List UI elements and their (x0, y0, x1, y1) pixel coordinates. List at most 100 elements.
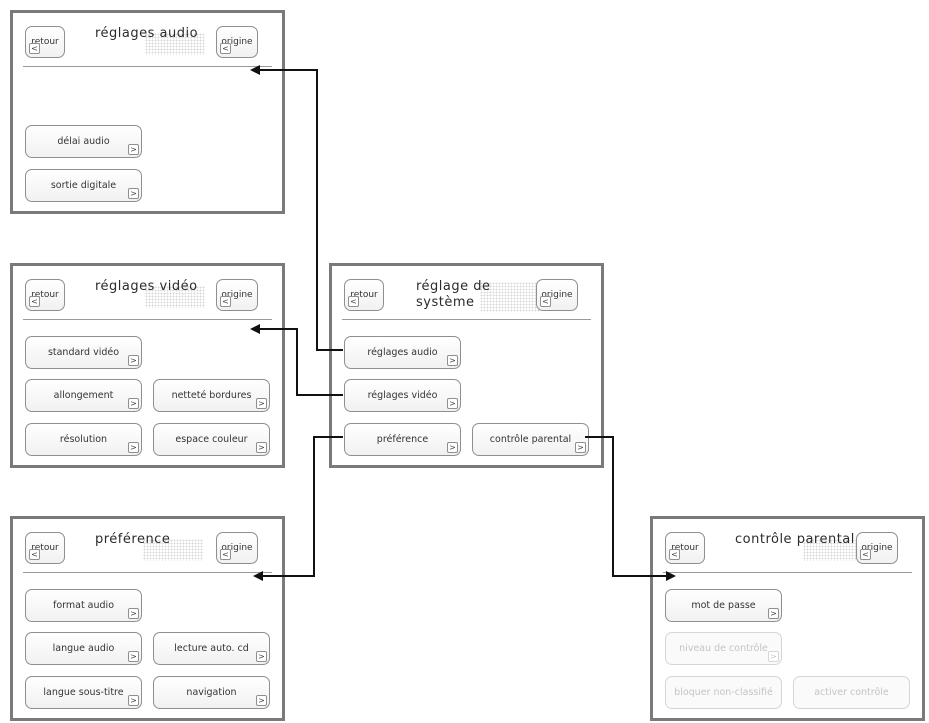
menu-item-label: format audio (52, 600, 115, 611)
menu-item-label: réglages audio (367, 347, 438, 358)
home-button[interactable]: origine < (536, 279, 578, 311)
menu-item-aspect-ratio[interactable]: allongement > (25, 379, 142, 412)
chevron-right-icon: > (256, 442, 267, 453)
menu-item-label: espace couleur (175, 434, 248, 445)
chevron-right-icon: > (768, 651, 779, 662)
home-button[interactable]: origine < (216, 279, 258, 311)
screen-video-settings: retour < réglages vidéo origine < standa… (10, 263, 285, 468)
home-label: origine (861, 543, 893, 553)
screen-audio-settings: retour < réglages audio origine < délai … (10, 10, 285, 214)
screen-title-line1: réglage de (416, 279, 491, 294)
divider (342, 319, 591, 320)
home-button[interactable]: origine < (216, 26, 258, 58)
chevron-left-icon: < (348, 296, 359, 307)
screen-title-line2: système (416, 295, 475, 310)
screen-title: préférence (95, 532, 171, 547)
chevron-left-icon: < (220, 43, 231, 54)
chevron-right-icon: > (447, 355, 458, 366)
home-button[interactable]: origine < (216, 532, 258, 564)
menu-item-subtitle-language[interactable]: langue sous-titre > (25, 676, 142, 709)
menu-item-audio-settings[interactable]: réglages audio > (344, 336, 461, 369)
chevron-right-icon: > (128, 608, 139, 619)
menu-item-label: lecture auto. cd (174, 643, 249, 654)
menu-item-label: contrôle parental (489, 434, 572, 445)
menu-item-navigation[interactable]: navigation > (153, 676, 270, 709)
menu-item-audio-delay[interactable]: délai audio > (25, 125, 142, 158)
divider (23, 572, 272, 573)
dot-pattern (145, 33, 205, 55)
divider (23, 319, 272, 320)
screen-system-settings: retour < réglage de système origine < ré… (329, 263, 604, 468)
chevron-left-icon: < (220, 296, 231, 307)
menu-item-color-space[interactable]: espace couleur > (153, 423, 270, 456)
back-button[interactable]: retour < (25, 26, 65, 58)
menu-item-block-unrated: bloquer non-classifié (665, 676, 782, 709)
menu-item-label: sortie digitale (50, 180, 117, 191)
back-button[interactable]: retour < (25, 279, 65, 311)
screen-preference: retour < préférence origine < format aud… (10, 516, 285, 721)
menu-item-label: langue sous-titre (43, 687, 124, 698)
chevron-left-icon: < (29, 549, 40, 560)
menu-item-label: allongement (53, 390, 114, 401)
chevron-right-icon: > (256, 695, 267, 706)
back-button[interactable]: retour < (665, 532, 705, 564)
chevron-right-icon: > (128, 144, 139, 155)
dot-pattern (803, 539, 863, 561)
menu-item-video-standard[interactable]: standard vidéo > (25, 336, 142, 369)
back-label: retour (671, 543, 699, 553)
chevron-left-icon: < (669, 549, 680, 560)
menu-item-label: niveau de contrôle (679, 643, 768, 654)
chevron-left-icon: < (29, 43, 40, 54)
chevron-right-icon: > (128, 651, 139, 662)
screen-title: réglages audio (95, 26, 199, 41)
chevron-right-icon: > (447, 398, 458, 409)
chevron-right-icon: > (256, 651, 267, 662)
screen-title: contrôle parental (735, 532, 855, 547)
back-button[interactable]: retour < (344, 279, 384, 311)
menu-item-video-settings[interactable]: réglages vidéo > (344, 379, 461, 412)
menu-item-audio-format[interactable]: format audio > (25, 589, 142, 622)
back-label: retour (31, 543, 59, 553)
chevron-left-icon: < (540, 296, 551, 307)
chevron-left-icon: < (29, 296, 40, 307)
menu-item-digital-output[interactable]: sortie digitale > (25, 169, 142, 202)
menu-item-parental-control[interactable]: contrôle parental > (472, 423, 589, 456)
back-label: retour (350, 290, 378, 300)
arrow-to-audio-settings (250, 65, 343, 351)
menu-item-control-level: niveau de contrôle > (665, 632, 782, 665)
menu-item-preference[interactable]: préférence > (344, 423, 461, 456)
dot-pattern (145, 286, 205, 308)
back-label: retour (31, 37, 59, 47)
menu-item-cd-autoplay[interactable]: lecture auto. cd > (153, 632, 270, 665)
screen-title: réglages vidéo (95, 279, 198, 294)
home-label: origine (541, 290, 573, 300)
menu-item-audio-language[interactable]: langue audio > (25, 632, 142, 665)
menu-item-label: standard vidéo (47, 347, 120, 358)
arrow-to-video-settings (250, 324, 343, 396)
dot-pattern (480, 282, 540, 312)
menu-item-label: résolution (59, 434, 108, 445)
chevron-right-icon: > (128, 355, 139, 366)
divider (663, 572, 912, 573)
chevron-right-icon: > (256, 398, 267, 409)
chevron-right-icon: > (128, 442, 139, 453)
menu-item-label: langue audio (52, 643, 115, 654)
menu-item-password[interactable]: mot de passe > (665, 589, 782, 622)
back-button[interactable]: retour < (25, 532, 65, 564)
menu-item-label: activer contrôle (814, 687, 889, 698)
chevron-right-icon: > (575, 442, 586, 453)
menu-item-enable-control: activer contrôle (793, 676, 910, 709)
chevron-right-icon: > (128, 188, 139, 199)
menu-item-label: bloquer non-classifié (674, 687, 773, 698)
chevron-right-icon: > (128, 695, 139, 706)
back-label: retour (31, 290, 59, 300)
divider (23, 66, 272, 67)
chevron-left-icon: < (220, 549, 231, 560)
chevron-left-icon: < (860, 549, 871, 560)
menu-item-edge-sharpness[interactable]: netteté bordures > (153, 379, 270, 412)
home-button[interactable]: origine < (856, 532, 898, 564)
home-label: origine (221, 290, 253, 300)
menu-item-label: navigation (186, 687, 237, 698)
menu-item-resolution[interactable]: résolution > (25, 423, 142, 456)
